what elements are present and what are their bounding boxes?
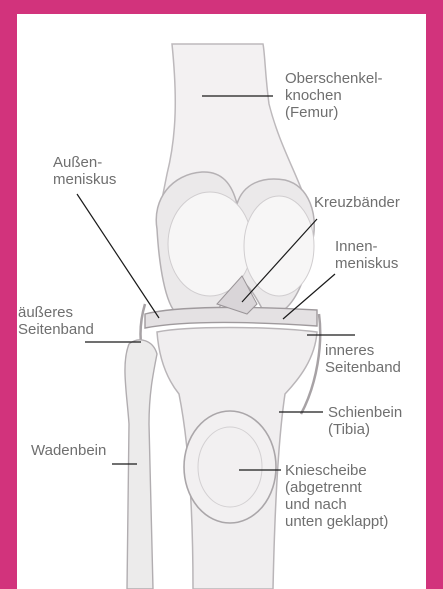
knee-diagram-panel: Oberschenkel- knochen (Femur) Außen- men… xyxy=(17,14,426,589)
label-aussenmeniskus: Außen- meniskus xyxy=(53,154,116,188)
label-kreuzbaender: Kreuzbänder xyxy=(314,194,400,211)
label-innenmeniskus: Innen- meniskus xyxy=(335,238,398,272)
label-femur: Oberschenkel- knochen (Femur) xyxy=(285,70,383,121)
label-kniescheibe: Kniescheibe (abgetrennt und nach unten g… xyxy=(285,462,388,530)
label-wadenbein: Wadenbein xyxy=(31,442,106,459)
label-schienbein: Schienbein (Tibia) xyxy=(328,404,402,438)
label-inneres-seitenband: inneres Seitenband xyxy=(325,342,401,376)
label-aeusseres-seitenband: äußeres Seitenband xyxy=(18,304,94,338)
